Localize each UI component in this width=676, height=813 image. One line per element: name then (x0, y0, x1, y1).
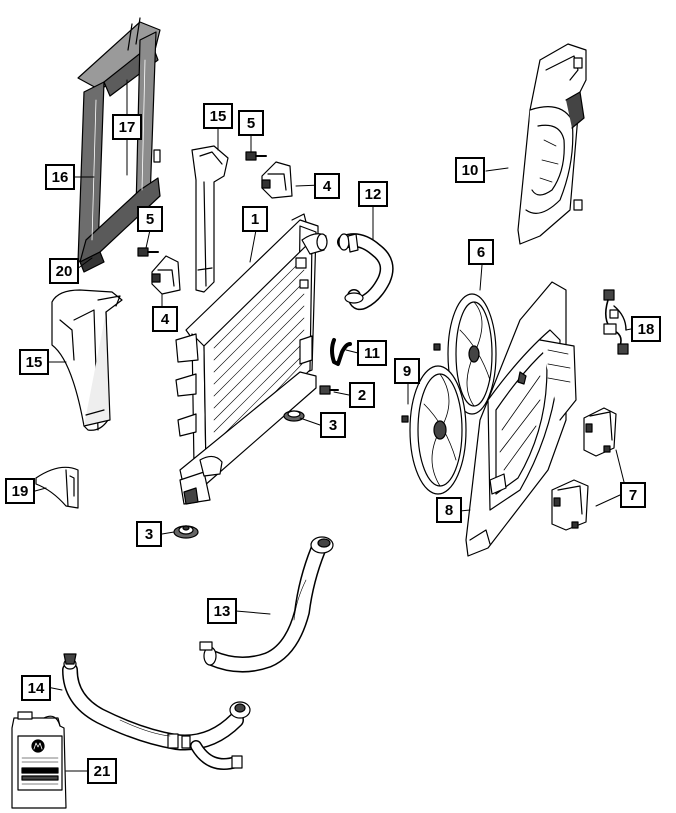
upper-hose (337, 233, 394, 311)
cooling-fans (401, 293, 497, 495)
callout-15: 15 (19, 349, 49, 375)
callout-4: 4 (314, 173, 340, 199)
fan-shroud-main (465, 281, 577, 557)
callout-12: 12 (358, 181, 388, 207)
callout-6: 6 (468, 239, 494, 265)
small-parts (173, 338, 352, 539)
coolant-jug (11, 711, 67, 809)
coolant-hose (62, 653, 251, 770)
callout-4: 4 (152, 306, 178, 332)
callout-21: 21 (87, 758, 117, 784)
callout-3: 3 (136, 521, 162, 547)
callout-1: 1 (242, 206, 268, 232)
callout-19: 19 (5, 478, 35, 504)
radiator (175, 213, 328, 505)
callout-2: 2 (349, 382, 375, 408)
upper-seal-strip (191, 145, 229, 293)
callout-20: 20 (49, 258, 79, 284)
callout-8: 8 (436, 497, 462, 523)
callout-13: 13 (207, 598, 237, 624)
air-seal-assembly (77, 17, 161, 273)
callout-5: 5 (238, 110, 264, 136)
callout-17: 17 (112, 114, 142, 140)
callout-7: 7 (620, 482, 646, 508)
callout-5: 5 (137, 206, 163, 232)
callout-11: 11 (357, 340, 387, 366)
callout-16: 16 (45, 164, 75, 190)
wiring-harness (603, 289, 629, 355)
bolts (137, 151, 267, 257)
callout-9: 9 (394, 358, 420, 384)
callout-14: 14 (21, 675, 51, 701)
leader-lines (34, 79, 632, 772)
callout-3: 3 (320, 412, 346, 438)
callout-10: 10 (455, 157, 485, 183)
lower-hose (199, 536, 334, 673)
callout-18: 18 (631, 316, 661, 342)
callout-15: 15 (203, 103, 233, 129)
fan-control-modules (551, 407, 617, 531)
small-bracket (35, 466, 79, 509)
upper-brackets (151, 161, 293, 295)
fan-shroud-upper (517, 43, 587, 245)
lower-air-deflector (51, 289, 123, 431)
